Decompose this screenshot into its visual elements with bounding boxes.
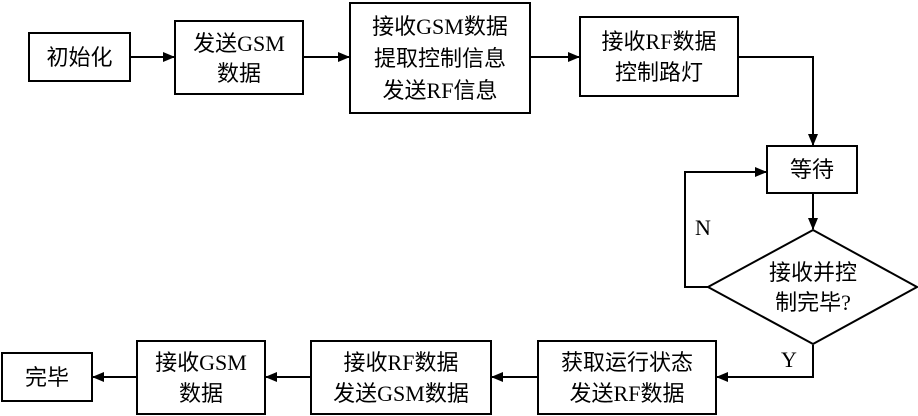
edge-decision-yes-to-get-status (716, 345, 814, 382)
node-recv-gsm-extract: 接收GSM数据 提取控制信息 发送RF信息 (349, 2, 531, 114)
edge-decision-no-loop (684, 167, 767, 288)
node-send-gsm-line-1: 发送GSM (193, 31, 285, 56)
node-init: 初始化 (28, 32, 131, 82)
node-recv-gsm-extract-line-2: 提取控制信息 (374, 46, 506, 71)
node-recv-rf-send-gsm: 接收RF数据 发送GSM数据 (310, 340, 492, 415)
node-get-status: 获取运行状态 发送RF数据 (537, 340, 717, 415)
edges (92, 52, 818, 382)
node-get-status-box (537, 340, 717, 415)
node-send-gsm-box (174, 20, 304, 95)
node-recv-rf-send-gsm-line-2: 发送GSM数据 (333, 381, 469, 406)
node-done-line-1: 完毕 (25, 365, 69, 390)
node-recv-gsm-box (136, 340, 266, 415)
node-recv-rf-control-line-1: 接收RF数据 (602, 29, 717, 54)
node-done-box (1, 352, 93, 402)
node-send-gsm: 发送GSM 数据 (174, 20, 304, 95)
node-recv-gsm-extract-box (349, 2, 531, 114)
node-init-line-1: 初始化 (46, 45, 112, 70)
branch-label-no: N (695, 215, 711, 240)
node-recv-rf-control-line-2: 控制路灯 (615, 60, 703, 85)
node-get-status-line-1: 获取运行状态 (561, 350, 693, 375)
node-recv-gsm-line-2: 数据 (179, 381, 223, 406)
edge-recv-rf-control-to-wait (739, 56, 818, 146)
node-recv-gsm-extract-line-3: 发送RF信息 (383, 78, 498, 103)
node-wait: 等待 (766, 145, 858, 194)
node-decision-diamond (705, 228, 918, 346)
node-recv-gsm-line-1: 接收GSM (155, 350, 247, 375)
node-decision: 接收并控 制完毕? (705, 228, 918, 346)
node-recv-rf-send-gsm-box (310, 340, 492, 415)
branch-label-yes: Y (781, 347, 797, 372)
node-recv-gsm-extract-line-1: 接收GSM数据 (372, 14, 508, 39)
node-done: 完毕 (1, 352, 93, 402)
node-recv-rf-send-gsm-line-1: 接收RF数据 (344, 350, 459, 375)
node-send-gsm-line-2: 数据 (217, 61, 261, 86)
node-get-status-line-2: 发送RF数据 (570, 381, 685, 406)
node-wait-line-1: 等待 (790, 157, 834, 182)
node-recv-gsm: 接收GSM 数据 (136, 340, 266, 415)
node-decision-line-2: 制完毕? (775, 290, 851, 315)
node-init-box (28, 32, 131, 82)
node-decision-line-1: 接收并控 (769, 260, 857, 285)
node-wait-box (766, 145, 858, 194)
node-recv-rf-control-box (579, 16, 739, 97)
node-recv-rf-control: 接收RF数据 控制路灯 (579, 16, 739, 97)
